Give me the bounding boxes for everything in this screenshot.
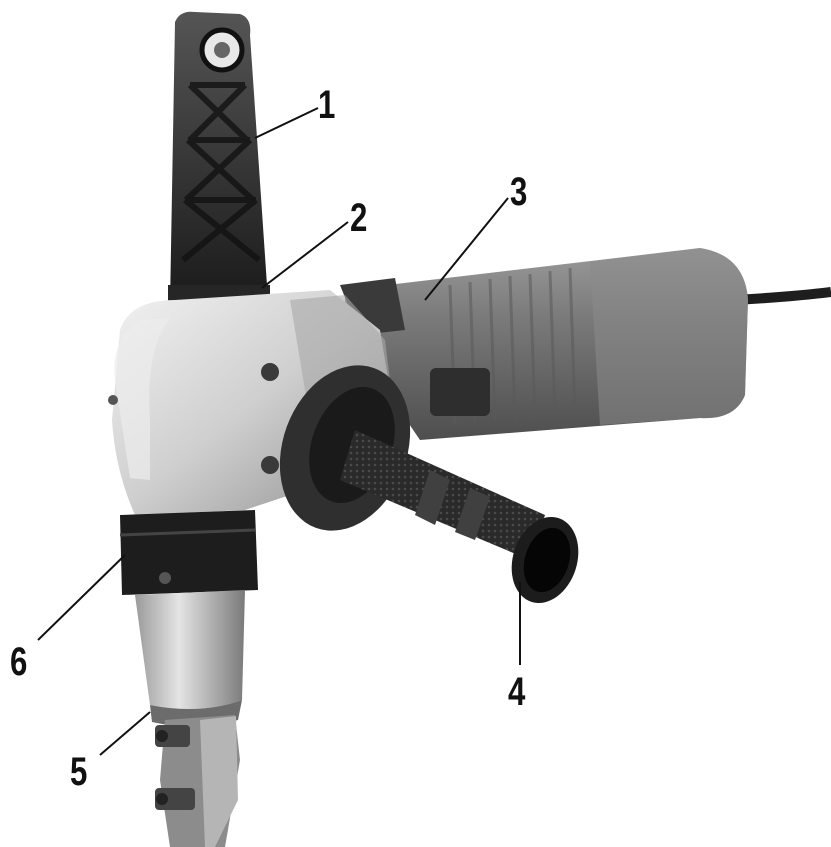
callout-label-3: 3 [510,170,528,214]
collar-ring [119,510,258,595]
motor-housing [340,248,748,440]
callout-label-4: 4 [508,670,526,714]
leader-line-2 [261,221,349,289]
callout-label-6: 6 [10,640,28,684]
leader-line-5 [99,711,151,756]
leader-line-3 [424,197,509,301]
cutting-head [150,700,242,847]
leader-line-6 [37,554,126,641]
housing-screw-icon [261,456,279,474]
cutting-shaft [135,590,245,709]
power-cord [734,287,831,305]
callout-label-1: 1 [318,83,336,127]
switch-button [430,368,490,416]
callout-label-5: 5 [70,750,88,794]
side-handle [279,365,579,603]
callout-label-2: 2 [350,196,368,240]
leader-lines [37,107,521,756]
housing-screw-icon [261,363,279,381]
leader-line-1 [254,107,319,139]
top-handle [168,11,270,310]
